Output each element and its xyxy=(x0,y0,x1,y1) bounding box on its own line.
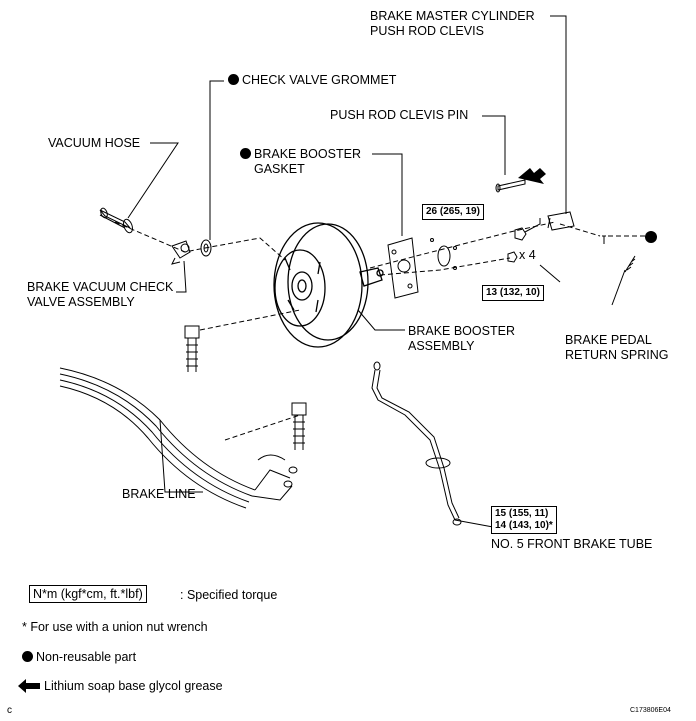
nut-26 xyxy=(514,227,527,241)
line-clamp-upper xyxy=(184,325,200,372)
legend-grease: Lithium soap base glycol grease xyxy=(44,679,223,693)
nonreusable-mark-icon xyxy=(645,231,657,243)
booster-assembly-label: BRAKE BOOSTER ASSEMBLY xyxy=(408,324,515,353)
grease-arrow-icon xyxy=(518,168,546,184)
nut-13 xyxy=(507,251,518,263)
front-brake-tube xyxy=(371,361,462,526)
brake-line-label: BRAKE LINE xyxy=(122,487,196,501)
legend-nonreusable: Non-reusable part xyxy=(22,650,136,665)
legend-torque-box: N*m (kgf*cm, ft.*lbf) xyxy=(29,585,147,603)
check-valve-assembly xyxy=(171,240,191,265)
booster-gasket xyxy=(387,237,419,299)
assembly-axis-lines xyxy=(114,221,645,441)
check-valve-grommet xyxy=(200,239,212,257)
legend-union-note: * For use with a union nut wrench xyxy=(22,620,208,634)
legend-torque-text: : Specified torque xyxy=(180,588,278,602)
torque-box-13: 13 (132, 10) xyxy=(482,285,544,301)
footer-letter: c xyxy=(7,705,12,716)
torque-box-26: 26 (265, 19) xyxy=(422,204,484,220)
pedal-return-spring xyxy=(602,235,636,273)
vacuum-hose xyxy=(99,207,133,234)
leader-lines xyxy=(127,15,626,528)
booster-gasket-label: BRAKE BOOSTER GASKET xyxy=(240,147,361,177)
master-cylinder-clevis-label: BRAKE MASTER CYLINDER PUSH ROD CLEVIS xyxy=(370,9,535,38)
clevis-pin xyxy=(495,179,526,193)
nonreusable-dot-icon xyxy=(22,651,33,662)
push-rod-clevis-pin-label: PUSH ROD CLEVIS PIN xyxy=(330,108,469,122)
vacuum-hose-label: VACUUM HOSE xyxy=(48,136,141,150)
torque-box-15-14: 15 (155, 11) 14 (143, 10)* xyxy=(491,506,557,534)
push-rod-clevis xyxy=(547,211,575,231)
o-ring xyxy=(430,238,457,270)
brake-lines xyxy=(59,367,298,509)
nonreusable-dot-icon xyxy=(228,74,239,85)
pedal-return-spring-label: BRAKE PEDAL RETURN SPRING xyxy=(565,333,669,362)
check-valve-assembly-label: BRAKE VACUUM CHECK VALVE ASSEMBLY xyxy=(27,280,174,309)
quantity-label: x 4 xyxy=(519,248,536,262)
front-brake-tube-label: NO. 5 FRONT BRAKE TUBE xyxy=(491,537,653,551)
check-valve-grommet-label: CHECK VALVE GROMMET xyxy=(228,73,396,88)
brake-booster xyxy=(273,222,384,348)
figure-code: C173806E04 xyxy=(630,707,671,714)
line-clamp-lower xyxy=(291,402,307,450)
nonreusable-dot-icon xyxy=(240,148,251,159)
grease-legend-arrow-icon xyxy=(18,679,40,693)
